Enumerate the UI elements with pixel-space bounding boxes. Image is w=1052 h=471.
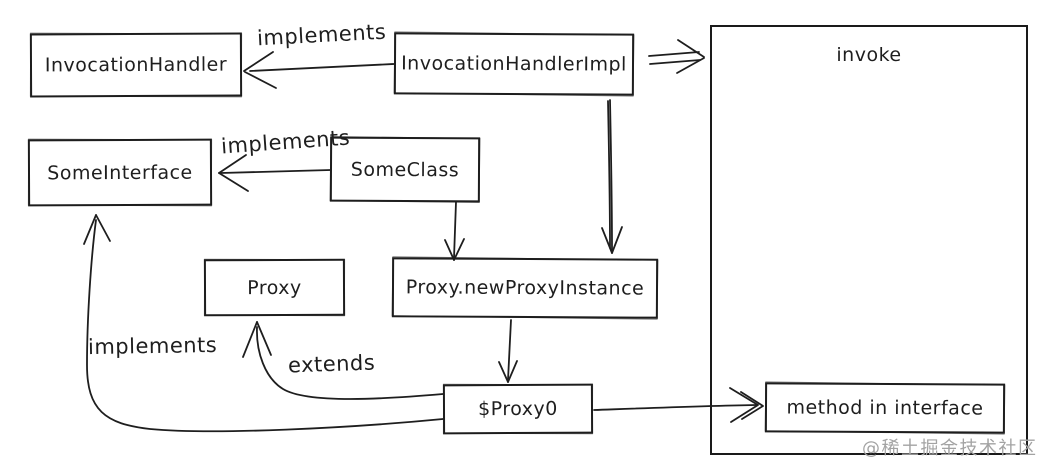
node-invocation-handler: InvocationHandler	[29, 32, 243, 98]
node-invocation-handler-label: InvocationHandler	[44, 53, 228, 77]
arrow-newproxyinstance-to-proxy0	[498, 319, 518, 383]
node-proxy-new-proxy-instance-label: Proxy.newProxyInstance	[405, 276, 645, 300]
edge-label-implements-handler: implements	[256, 19, 387, 51]
arrow-proxy0-implements-someinterface	[83, 214, 444, 433]
node-proxy-label: Proxy	[247, 276, 302, 299]
arrow-someclass-to-newproxyinstance	[444, 201, 465, 261]
arrow-someclass-implements-someinterface	[218, 154, 332, 192]
node-proxy0: $Proxy0	[442, 383, 594, 435]
node-some-class: SomeClass	[329, 136, 481, 203]
node-method-in-interface-label: method in interface	[786, 396, 984, 420]
node-proxy-new-proxy-instance: Proxy.newProxyInstance	[391, 257, 659, 319]
arrow-impl-to-invoke	[648, 39, 705, 74]
node-some-interface-label: SomeInterface	[47, 161, 193, 184]
invoke-label: invoke	[836, 44, 902, 66]
node-proxy0-label: $Proxy0	[478, 397, 558, 421]
watermark: @稀土掘金技术社区	[862, 438, 1038, 459]
edge-label-extends: extends	[287, 350, 376, 378]
node-proxy: Proxy	[203, 258, 346, 317]
node-some-class-label: SomeClass	[350, 158, 460, 181]
arrow-impl-to-newproxyinstance	[601, 99, 623, 254]
node-method-in-interface: method in interface	[764, 382, 1006, 434]
node-invocation-handler-impl-label: InvocationHandlerImpl	[401, 52, 627, 76]
node-some-interface: SomeInterface	[27, 138, 213, 207]
arrow-impl-implements-handler	[243, 51, 395, 89]
edge-label-implements-proxy0: implements	[87, 332, 218, 360]
node-invocation-handler-impl: InvocationHandlerImpl	[393, 32, 635, 96]
